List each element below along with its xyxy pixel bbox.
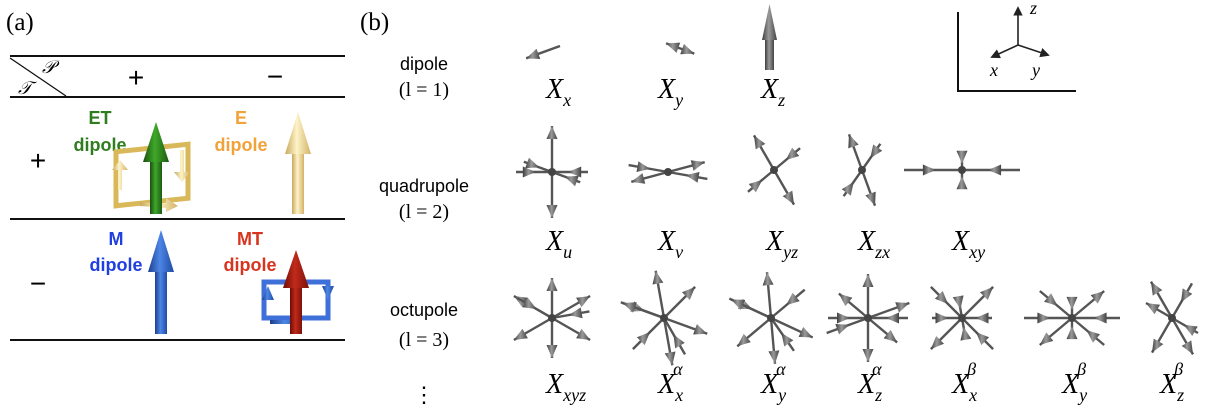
symbol-X-z-β: Xzβ: [1159, 359, 1184, 405]
et-dipole-label-line1: ET: [88, 108, 111, 128]
symbol-X-zx: Xzx: [857, 226, 890, 262]
octupole-x-alpha-arrow-icon: [620, 270, 708, 366]
mt-dipole-arrow-icon: [261, 250, 334, 334]
row-degree-quadrupole: (l = 2): [399, 201, 449, 223]
symbol-X-y-β: Xyβ: [1061, 359, 1087, 405]
symbol-X-z: Xz: [760, 74, 785, 110]
symbol-X-x-β: Xxβ: [951, 359, 977, 405]
dipole-y-arrow-icon: [665, 42, 695, 55]
corner-T-symbol: 𝒯: [18, 78, 37, 98]
e-dipole-label-line1: E: [235, 108, 247, 128]
symbol-X-u: Xu: [545, 226, 572, 262]
octupole-y-alpha-arrow-icon: [728, 272, 814, 364]
symbol-X-x-α: Xxα: [657, 359, 683, 405]
row-name-dipole: dipole: [400, 54, 448, 74]
octupole-z-beta-arrow-icon: [1145, 281, 1199, 355]
quadrupole-xy-arrow-icon: [904, 150, 1020, 190]
panel-a-label: (a): [6, 9, 34, 36]
symbol-X-yz: Xyz: [765, 226, 798, 262]
symbol-X-v: Xv: [657, 226, 683, 262]
axis-y-label: y: [1030, 60, 1040, 80]
octupole-z-alpha-arrow-icon: [826, 274, 910, 362]
e-dipole-arrow-icon: [285, 112, 311, 214]
symbol-X-z-α: Xzα: [857, 359, 882, 405]
panel-b-label: (b): [360, 9, 389, 36]
quadrupole-zx-arrow-icon: [841, 133, 883, 207]
row-header-plus: +: [30, 145, 46, 176]
octupole-x-beta-arrow-icon: [930, 286, 994, 350]
octupole-y-beta-arrow-icon: [1024, 290, 1120, 346]
column-header-plus: +: [128, 62, 144, 93]
et-dipole-label-line2: dipole: [74, 135, 127, 155]
dipole-z-arrow-icon: [762, 4, 777, 70]
ellipsis: ⋮: [413, 382, 435, 407]
corner-diagonal: [9, 57, 67, 97]
symbol-X-xy: Xxy: [951, 226, 985, 262]
axis-x-label: x: [989, 60, 998, 80]
mt-dipole-label-line2: dipole: [224, 255, 277, 275]
m-dipole-label-line1: M: [109, 229, 124, 249]
symbol-X-y: Xy: [657, 74, 683, 110]
axis-z-label: z: [1029, 0, 1037, 18]
row-degree-octupole: (l = 3): [399, 329, 449, 351]
row-header-minus: −: [30, 268, 46, 299]
row-name-quadrupole: quadrupole: [379, 176, 469, 196]
dipole-x-arrow-icon: [525, 44, 561, 60]
multipole-arrow-glyphs: [513, 4, 1199, 366]
mt-dipole-label-line1: MT: [237, 229, 263, 249]
quadrupole-u-arrow-icon: [516, 126, 588, 218]
m-dipole-arrow-icon: [148, 230, 174, 334]
octupole-xyz-arrow-icon: [513, 278, 591, 358]
e-dipole-label-line2: dipole: [215, 135, 268, 155]
symbol-X-xyz: Xxyz: [545, 369, 586, 405]
quadrupole-v-arrow-icon: [628, 160, 708, 184]
et-dipole-arrow-icon: [112, 122, 191, 214]
multipole-row-labels: dipole (l = 1) quadrupole (l = 2) octupole (l…: [379, 54, 469, 351]
coordinate-frame: z x y: [957, 0, 1076, 92]
corner-P-symbol: 𝒫: [42, 57, 60, 77]
row-degree-dipole: (l = 1): [399, 79, 449, 101]
row-name-octupole: octupole: [390, 300, 458, 320]
column-header-minus: −: [267, 61, 283, 92]
symbol-X-y-α: Xyα: [760, 359, 786, 405]
symbol-X-x: Xx: [545, 74, 571, 110]
m-dipole-label-line2: dipole: [90, 255, 143, 275]
quadrupole-yz-arrow-icon: [747, 134, 801, 206]
